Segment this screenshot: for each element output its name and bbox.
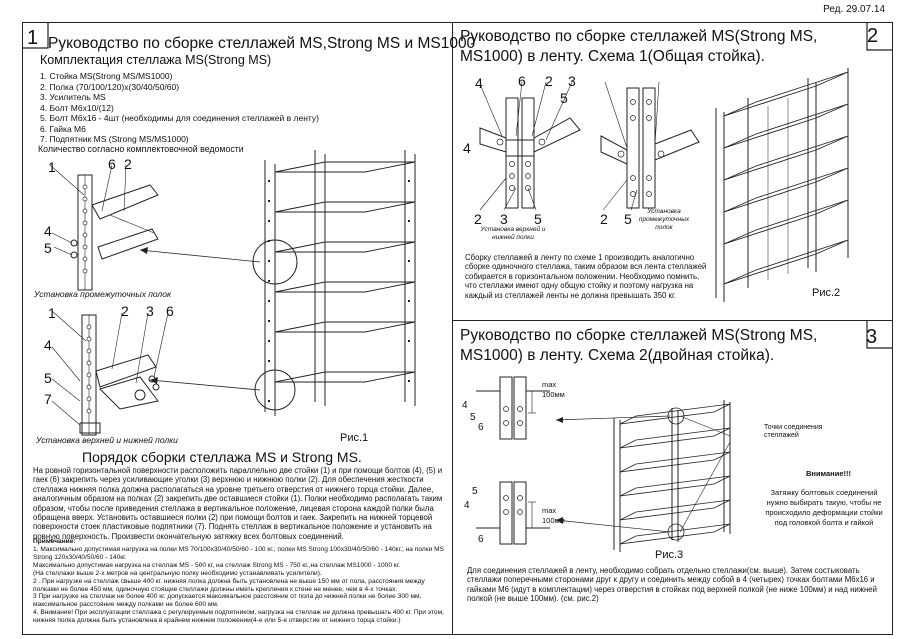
- note-item: (На стеллажи выше 2-х метров на централь…: [33, 569, 322, 577]
- notes-list: 1. Максимально допустимая нагрузка на по…: [33, 546, 447, 625]
- callout-4-bottom: 4: [44, 337, 52, 353]
- scheme-2-arrows: [555, 415, 731, 533]
- scheme-2-callout-6b: 6: [478, 534, 484, 545]
- callout-1-bottom: 1: [48, 305, 56, 321]
- revision-label: Ред. 29.07.14: [823, 4, 885, 15]
- scheme-1-callout-3: 3: [568, 73, 576, 89]
- mm-label-top: 100мм: [542, 390, 565, 399]
- scheme-1-callout-2: 2: [545, 73, 553, 89]
- bottom-joint-detail-drawing: [476, 481, 550, 545]
- parts-list: 1. Стойка MS(Strong MS/MS1000) 2. Полка …: [40, 71, 319, 145]
- procedure-text: На ровной горизонтальной поверхности рас…: [33, 466, 443, 541]
- scheme-1-caption-a: Установка верхней и нижней полки: [480, 226, 546, 241]
- scheme-1-title-line2: MS1000) в ленту. Схема 1(Общая стойка).: [460, 48, 765, 65]
- parts-list-item: 2. Полка (70/100/120)х(30/40/50/60): [40, 81, 180, 92]
- parts-list-item: 6. Гайка М6: [40, 123, 86, 134]
- scheme-2-shelving-drawing: [613, 400, 731, 552]
- scheme-1-callout-5b: 5: [534, 211, 542, 227]
- caption-top-bottom-shelves: Установка верхней и нижней полки: [36, 435, 178, 445]
- figure-3-label: Рис.3: [655, 549, 684, 561]
- corner-marker-3: [866, 320, 893, 349]
- note-item: 3 При нагрузке на стеллаж не более 400 к…: [33, 593, 422, 609]
- kit-subtitle: Комплектация стеллажа MS(Strong MS): [40, 53, 272, 67]
- scheme-1-callout-4: 4: [475, 75, 483, 91]
- scheme-1-detail-a-drawing: [479, 81, 581, 211]
- scheme-1-callout-6: 6: [518, 73, 526, 89]
- procedure-title: Порядок сборки стеллажа MS и Strong MS.: [82, 449, 362, 465]
- corner-marker-2: [866, 22, 893, 51]
- scheme-2-callout-4b: 4: [464, 500, 470, 511]
- callout-5-bottom: 5: [44, 370, 52, 386]
- callout-5: 5: [44, 240, 52, 256]
- parts-list-item: 4. Болт М6х10/(12): [40, 102, 114, 113]
- scheme-2-callout-4: 4: [462, 400, 468, 411]
- top-joint-detail-drawing: [476, 376, 550, 440]
- notes-title: Примечание:: [33, 538, 76, 545]
- callout-2: 2: [124, 156, 132, 172]
- callout-2-bottom: 2: [121, 303, 129, 319]
- scheme-1-detail-b-drawing: [600, 81, 700, 211]
- vertical-divider: [452, 22, 453, 635]
- callout-6-bottom: 6: [166, 303, 174, 319]
- section-number-2: 2: [867, 25, 879, 47]
- figure-2-label: Рис.2: [812, 287, 841, 299]
- scheme-1-callout-5c: 5: [624, 211, 632, 227]
- figure-1-label: Рис.1: [340, 432, 369, 444]
- callout-3-bottom: 3: [146, 303, 154, 319]
- scheme-2-title-line2: MS1000) в ленту. Схема 2(двойная стойка)…: [460, 347, 775, 364]
- shelving-unit-drawing: [252, 150, 416, 416]
- section-number-3: 3: [866, 326, 878, 348]
- callout-6: 6: [108, 156, 116, 172]
- scheme-1-title-line1: Руководство по сборке стеллажей MS(Stron…: [460, 28, 818, 45]
- parts-list-item: 3. Усилитель MS: [40, 92, 106, 102]
- callout-7-bottom: 7: [44, 391, 52, 407]
- scheme-2-text: Для соединения стеллажей в ленту, необхо…: [467, 566, 877, 604]
- scheme-1-shelving-drawing: [715, 68, 849, 302]
- scheme-1-callout-2b: 2: [474, 211, 482, 227]
- scheme-1-callout-4b: 4: [463, 140, 471, 156]
- max-label-bottom: max: [542, 506, 557, 515]
- quantity-note: Количество согласно комплектовочной ведо…: [38, 144, 244, 154]
- scheme-1-caption-b: Установка промежуточных полок: [638, 208, 690, 231]
- top-bottom-shelf-detail-drawing: [51, 310, 169, 436]
- mm-label-bottom: 100мм: [542, 516, 565, 525]
- scheme-1-text: Сборку стеллажей в ленту по схеме 1 прои…: [465, 253, 707, 300]
- note-item: 1. Максимально допустимая нагрузка на по…: [33, 546, 445, 561]
- scheme-1-callout-3b: 3: [500, 211, 508, 227]
- note-item: Максимально допустимая нагрузка на стелл…: [33, 561, 401, 569]
- scheme-2-callout-6: 6: [478, 422, 484, 433]
- section-number-1: 1: [27, 27, 39, 49]
- max-label-top: max: [542, 380, 557, 389]
- detail-arrows: [139, 247, 261, 391]
- sheet-frame: [22, 22, 893, 635]
- horizontal-divider: [452, 320, 893, 321]
- joint-points-label: Точки соединения стеллажей: [764, 424, 823, 439]
- callout-4: 4: [44, 223, 52, 239]
- intermediate-shelf-detail-drawing: [49, 164, 159, 291]
- parts-list-item: 1. Стойка MS(Strong MS/MS1000): [40, 71, 173, 81]
- main-title: Руководство по сборке стеллажей MS,Stron…: [48, 35, 476, 52]
- scheme-1-callout-5: 5: [560, 90, 568, 106]
- scheme-2-callout-5: 5: [470, 412, 476, 423]
- attention-text: Затяжку болтовых соединений нужно выбира…: [765, 488, 883, 527]
- scheme-2-callout-5b: 5: [472, 486, 478, 497]
- scheme-1-callout-2c: 2: [600, 211, 608, 227]
- note-item: 4. Внимание! При эксплуатации стеллажа с…: [33, 609, 444, 625]
- attention-label: Внимание!!!: [806, 469, 851, 478]
- callout-1: 1: [48, 159, 56, 175]
- corner-marker-1: [22, 22, 49, 49]
- note-item: 2 . При нагрузке на стеллаж свыше 400 кг…: [33, 577, 425, 593]
- parts-list-item: 5. Болт М6х16 - 4шт (необходимы для соед…: [40, 113, 319, 123]
- scheme-2-title-line1: Руководство по сборке стеллажей MS(Stron…: [460, 327, 818, 344]
- parts-list-item: 7. Подпятник MS (Strong MS/MS1000): [40, 134, 189, 144]
- caption-intermediate-shelves: Установка промежуточных полок: [34, 289, 171, 299]
